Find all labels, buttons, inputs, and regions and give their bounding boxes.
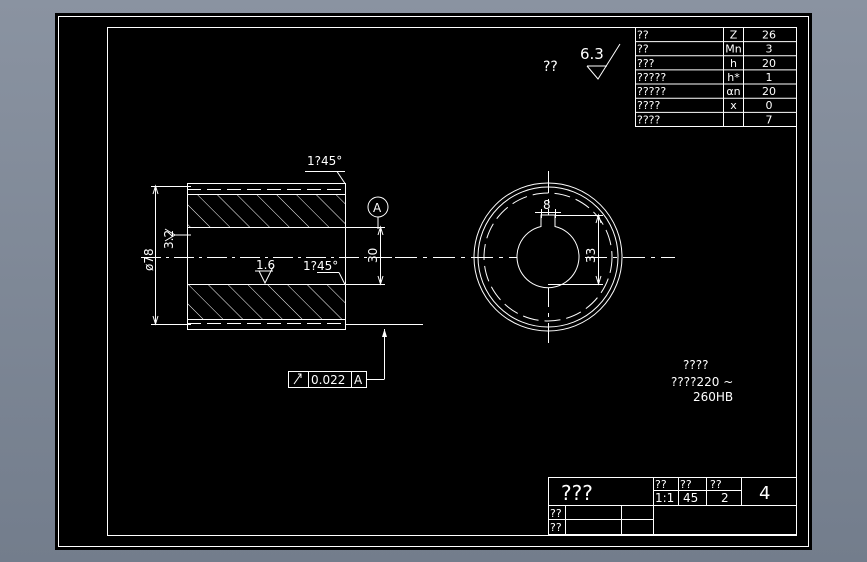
tech-requirements: ???? ????220 ~ 260HB: [671, 358, 733, 404]
side-view: ø78 3.2 30 1?45° 1.6 1?45°: [141, 154, 423, 388]
dim-arrow: [152, 184, 159, 326]
roughness-bore-value: 1.6: [256, 258, 275, 272]
param-name: ??: [637, 29, 649, 42]
diameter-label: ø78: [142, 248, 156, 271]
param-value: 20: [762, 85, 776, 98]
tolerance-arrow: [382, 329, 387, 337]
weight-label: ??: [710, 478, 722, 491]
param-value: 0: [766, 99, 773, 112]
outer-circle: [473, 182, 623, 332]
chamfer-leader: [336, 171, 346, 184]
roughness-left-value: 3.2: [162, 230, 176, 249]
keyway-width-label: 8: [543, 198, 551, 212]
param-symbol: αn: [726, 85, 740, 98]
outer-border: [58, 16, 809, 547]
section-hatch-top: [187, 194, 345, 227]
scale-label: ??: [655, 478, 667, 491]
tolerance-value: 0.022: [311, 373, 345, 387]
param-symbol: h: [730, 57, 737, 70]
param-value: 3: [766, 43, 773, 56]
param-name: ?????: [637, 71, 666, 84]
tooth-root-circle: [483, 192, 613, 322]
param-name: ????: [637, 113, 661, 126]
tech-req-title: ????: [683, 358, 708, 372]
inner-border: [107, 27, 797, 536]
section-hatch-bottom: [187, 284, 345, 319]
chamfer-top-label: 1?45°: [307, 154, 342, 168]
param-symbol: Mn: [725, 43, 741, 56]
tolerance-datum: A: [354, 373, 363, 387]
roughness-left-symbol: [164, 228, 191, 242]
param-symbol: h*: [727, 71, 740, 84]
chamfer-bore-label: 1?45°: [303, 259, 338, 273]
part-name: ???: [561, 481, 593, 505]
datum-label: A: [373, 201, 382, 215]
param-name: ?????: [637, 85, 666, 98]
bore-with-keyway: [516, 214, 580, 289]
tech-req-line2: 260HB: [693, 390, 733, 404]
sheet-number: 4: [759, 483, 770, 504]
chamfer-circle: [477, 186, 619, 328]
title-block: ??? ?? 1:1 ?? 45 ?? 2 4 ?? ??: [548, 477, 797, 535]
weight-value: 2: [721, 491, 729, 505]
part-outline: [187, 183, 346, 330]
dim-arrow: [595, 213, 602, 286]
roughness-symbol: [586, 43, 621, 80]
tech-req-line1: ????220 ~: [671, 375, 733, 389]
dim-arrow: [377, 225, 384, 286]
param-value: 20: [762, 57, 776, 70]
param-symbol: x: [730, 99, 737, 112]
param-symbol: Z: [730, 29, 738, 42]
designer-label: ??: [550, 507, 562, 520]
param-name: ??: [637, 43, 649, 56]
roughness-bore-symbol: [255, 266, 274, 285]
param-name: ???: [637, 57, 655, 70]
param-value: 26: [762, 29, 776, 42]
front-view: 8 33: [395, 171, 675, 343]
param-value: 1: [766, 71, 773, 84]
runout-icon: [293, 373, 302, 385]
params-table-frame: [635, 27, 797, 127]
qty-label: ??: [680, 478, 692, 491]
param-name: ????: [637, 99, 661, 112]
tolerance-frame: [288, 371, 367, 388]
checker-label: ??: [550, 521, 562, 534]
keyway-depth-label: 33: [584, 248, 598, 263]
roughness-general-value: 6.3: [580, 45, 604, 63]
general-roughness: ?? 6.3: [543, 43, 621, 80]
params-table: ?? Z 26?? Mn 3??? h 20????? h* 1????? αn 20???? x 0?…: [635, 27, 797, 127]
qty-value: 45: [683, 491, 698, 505]
scale-value: 1:1: [655, 491, 674, 505]
roughness-note: ??: [543, 59, 558, 75]
param-value: 7: [766, 113, 773, 126]
bore-dim-label: 30: [366, 248, 380, 263]
chamfer-leader: [338, 272, 346, 285]
